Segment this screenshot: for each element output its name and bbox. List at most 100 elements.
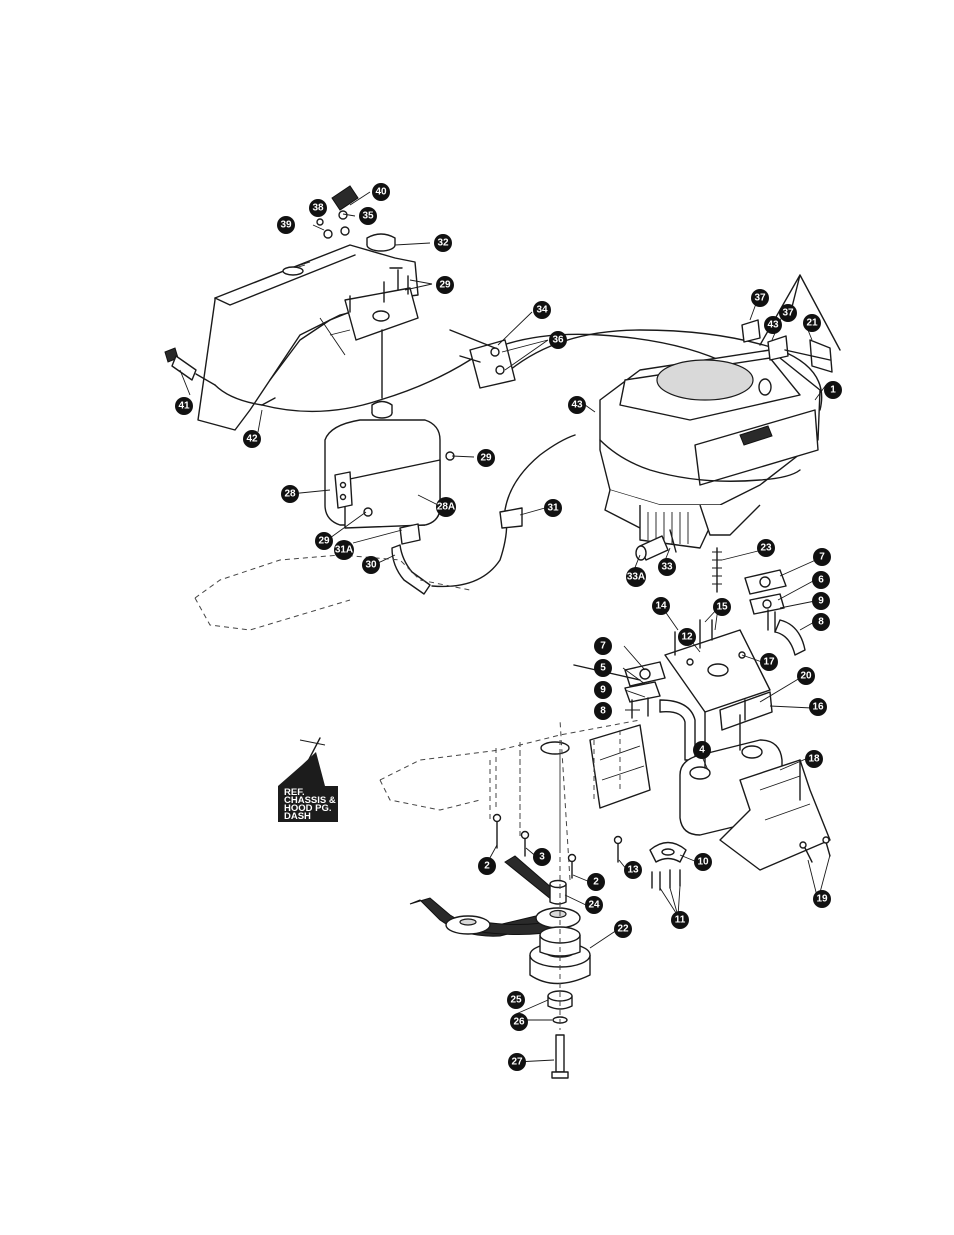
callout-10: 10 xyxy=(694,853,712,871)
callout-16: 16 xyxy=(809,698,827,716)
svg-text:40: 40 xyxy=(375,187,387,198)
callout-31a: 31A xyxy=(334,540,354,560)
callout-7-right: 7 xyxy=(813,548,831,566)
callout-22: 22 xyxy=(614,920,632,938)
svg-text:29: 29 xyxy=(439,280,451,291)
spacer-24 xyxy=(550,881,566,905)
svg-text:15: 15 xyxy=(716,602,728,613)
callout-38: 38 xyxy=(309,199,327,217)
stud-23 xyxy=(712,548,722,592)
svg-text:29: 29 xyxy=(318,536,330,547)
svg-text:12: 12 xyxy=(681,632,693,643)
callout-21: 21 xyxy=(803,314,821,332)
svg-text:33A: 33A xyxy=(627,572,645,583)
svg-text:37: 37 xyxy=(754,293,766,304)
callout-5: 5 xyxy=(594,659,612,677)
callout-39: 39 xyxy=(277,216,295,234)
svg-text:26: 26 xyxy=(513,1017,525,1028)
exhaust-gaskets-right xyxy=(745,570,805,655)
svg-text:13: 13 xyxy=(627,865,639,876)
callout-29-clip: 29 xyxy=(315,532,333,550)
svg-text:4: 4 xyxy=(699,745,705,756)
callout-4: 4 xyxy=(693,741,711,759)
callout-29-tank: 29 xyxy=(477,449,495,467)
callout-42: 42 xyxy=(243,430,261,448)
svg-text:18: 18 xyxy=(808,754,820,765)
svg-text:1: 1 xyxy=(830,385,836,396)
callout-43-clamp: 43 xyxy=(764,316,782,334)
svg-text:17: 17 xyxy=(763,657,775,668)
svg-text:10: 10 xyxy=(697,857,709,868)
svg-text:25: 25 xyxy=(510,995,522,1006)
svg-text:30: 30 xyxy=(365,560,377,571)
callout-13: 13 xyxy=(624,861,642,879)
svg-text:39: 39 xyxy=(280,220,292,231)
callout-19: 19 xyxy=(813,890,831,908)
callout-14: 14 xyxy=(652,597,670,615)
callout-15: 15 xyxy=(713,598,731,616)
engine-pulley-upper xyxy=(536,908,580,928)
callout-36: 36 xyxy=(549,331,567,349)
callout-32: 32 xyxy=(434,234,452,252)
svg-text:9: 9 xyxy=(600,685,606,696)
svg-text:23: 23 xyxy=(760,543,772,554)
callout-28: 28 xyxy=(281,485,299,503)
callout-9-left: 9 xyxy=(594,681,612,699)
callout-24: 24 xyxy=(585,896,603,914)
callout-20: 20 xyxy=(797,667,815,685)
svg-text:28A: 28A xyxy=(437,502,455,513)
svg-text:37: 37 xyxy=(782,308,794,319)
callout-40: 40 xyxy=(372,183,390,201)
callout-1: 1 xyxy=(824,381,842,399)
svg-text:7: 7 xyxy=(819,552,825,563)
idler-pulley xyxy=(446,916,490,934)
callout-31: 31 xyxy=(544,499,562,517)
svg-text:3: 3 xyxy=(539,852,545,863)
svg-text:16: 16 xyxy=(812,702,824,713)
exhaust-gasket-10 xyxy=(650,843,686,891)
svg-text:29: 29 xyxy=(480,453,492,464)
svg-text:2: 2 xyxy=(484,861,490,872)
svg-text:19: 19 xyxy=(816,894,828,905)
svg-text:5: 5 xyxy=(600,663,606,674)
svg-text:21: 21 xyxy=(806,318,818,329)
callout-18: 18 xyxy=(805,750,823,768)
throttle-bracket xyxy=(450,330,515,388)
svg-text:34: 34 xyxy=(536,305,548,316)
callout-11: 11 xyxy=(671,911,689,929)
callout-6: 6 xyxy=(812,571,830,589)
callout-2-right: 2 xyxy=(587,873,605,891)
svg-text:41: 41 xyxy=(178,401,190,412)
svg-text:7: 7 xyxy=(600,641,606,652)
svg-text:43: 43 xyxy=(767,320,779,331)
svg-text:28: 28 xyxy=(284,489,296,500)
callout-33: 33 xyxy=(658,558,676,576)
callout-29-hood: 29 xyxy=(436,276,454,294)
callout-37-right: 37 xyxy=(779,304,797,322)
svg-text:27: 27 xyxy=(511,1057,523,1068)
callout-17: 17 xyxy=(760,653,778,671)
svg-text:9: 9 xyxy=(818,596,824,607)
svg-text:35: 35 xyxy=(362,211,374,222)
callout-34: 34 xyxy=(533,301,551,319)
svg-text:36: 36 xyxy=(552,335,564,346)
svg-text:31A: 31A xyxy=(335,545,353,556)
engine xyxy=(600,350,820,548)
callout-43-engine: 43 xyxy=(568,396,586,414)
svg-text:2: 2 xyxy=(593,877,599,888)
callout-37-left: 37 xyxy=(751,289,769,307)
svg-text:31: 31 xyxy=(547,503,559,514)
callout-35: 35 xyxy=(359,207,377,225)
callout-9-right: 9 xyxy=(812,592,830,610)
svg-text:32: 32 xyxy=(437,238,449,249)
svg-text:24: 24 xyxy=(588,900,600,911)
callout-30: 30 xyxy=(362,556,380,574)
svg-text:43: 43 xyxy=(571,400,583,411)
svg-text:33: 33 xyxy=(661,562,673,573)
callout-26-label: 26 xyxy=(510,1013,528,1031)
reference-box: REF. CHASSIS & HOOD PG. DASH xyxy=(278,738,338,822)
svg-text:6: 6 xyxy=(818,575,824,586)
svg-text:8: 8 xyxy=(600,706,606,717)
callout-7-left: 7 xyxy=(594,637,612,655)
